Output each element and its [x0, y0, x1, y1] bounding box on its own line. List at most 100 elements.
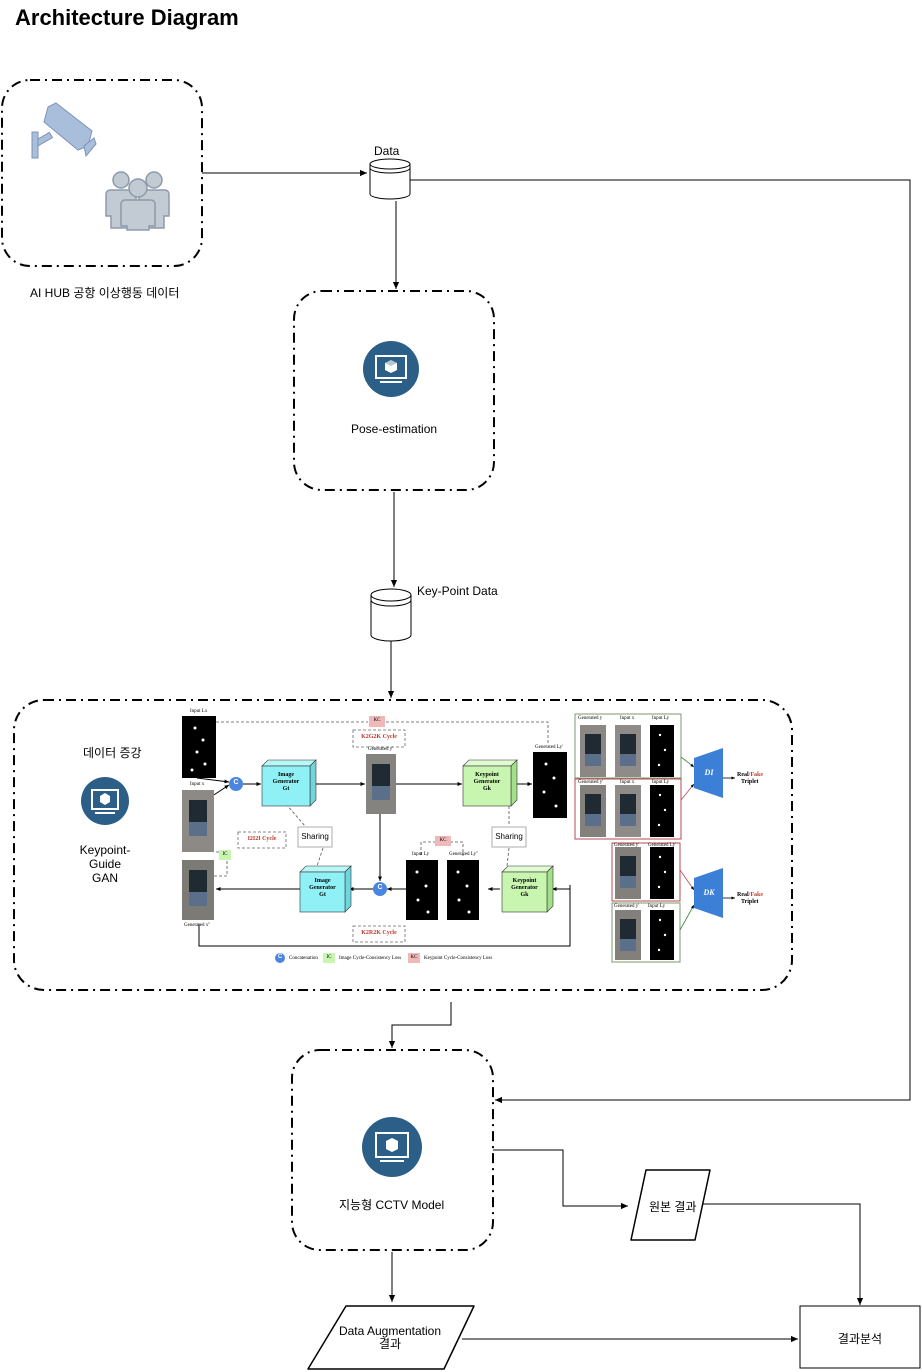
kgan-figure: [178, 712, 760, 968]
fig-i2i2i: I2I2I Cycle: [247, 836, 277, 842]
fig-gen-y: Generated y': [368, 747, 394, 752]
fig-right-gen-y-1: Generated y: [578, 716, 603, 721]
fig-image-gen-b-line-2: Generator: [309, 885, 336, 891]
fig-kp-gen-line-3: Gk: [482, 786, 491, 792]
fig-keypoint-generator-top: Keypoint Generator Gk: [463, 772, 511, 793]
fig-input-ly: Input Ly: [412, 852, 430, 857]
fig-dk: DK: [703, 888, 715, 897]
original-result-label: 원본 결과: [649, 1200, 697, 1214]
fig-image-gen-b-line-3: Gt: [319, 892, 326, 898]
pose-group-box: [293, 290, 495, 491]
fig-kp-gen-b-line-3: Gk: [520, 892, 529, 898]
fig-legend-c-mark: C: [277, 954, 283, 960]
kgan-label-line-1: Keypoint-: [79, 843, 131, 857]
fig-fake-1: /Fake: [748, 772, 764, 778]
fig-kc-top: KC: [373, 718, 381, 723]
keypoint-data-label: Key-Point Data: [417, 584, 498, 598]
person-shapes: [189, 734, 636, 939]
original-result-shape: [630, 1169, 711, 1241]
page-title: Architecture Diagram: [15, 5, 239, 30]
connectors: [202, 169, 911, 1343]
augmentation-group-box: [13, 699, 793, 991]
person-pants: [189, 754, 636, 951]
fig-image-gen-line-3: Gt: [282, 786, 290, 792]
fig-triplet-1: Triplet: [741, 779, 759, 785]
data-database-icon: [369, 158, 411, 200]
fig-real-fake-2: Real/Fake: [737, 892, 763, 898]
analysis-label: 결과분석: [837, 1332, 883, 1346]
fig-fake-2: /Fake: [748, 892, 764, 898]
fig-gen-ly2: Generated Ly'': [449, 852, 478, 857]
fig-kp-gen-b-line-2: Generator: [511, 885, 538, 891]
fig-right-input-ly-1: Input Ly: [652, 716, 670, 721]
fig-di: DI: [704, 768, 714, 777]
fig-image-gen-b-line-1: Image: [314, 878, 331, 884]
fig-triplet-2: Triplet: [741, 899, 759, 905]
generator-boxes: [261, 759, 554, 913]
fig-legend-ic: Image Cycle-Consistency Loss: [339, 956, 402, 961]
fig-right-gen-y2-4: Generated y': [614, 904, 640, 909]
fig-right-gen-ly-3: Generated Ly': [648, 843, 676, 848]
source-group-box: [1, 79, 203, 267]
fig-right-gen-y2-3: Generated y': [614, 843, 640, 848]
model-monitor-icon: [362, 1117, 422, 1177]
fig-input-lx: Input Lx: [190, 709, 208, 714]
kgan-label-line-2: Guide: [88, 857, 122, 871]
fig-kp-gen-line-2: Generator: [473, 779, 501, 785]
fig-gen-ly: Generated Ly': [535, 745, 563, 750]
fig-legend-kc: Keypoint Cycle-Consistency Loss: [424, 956, 493, 961]
keypoint-database-icon: [370, 588, 412, 642]
fig-kp-gen-line-1: Keypoint: [475, 772, 499, 778]
fig-right-input-x-2: Input x: [620, 780, 635, 785]
fig-real-fake-1: Real/Fake: [737, 772, 763, 778]
data-label: Data: [374, 144, 400, 158]
analysis-box: [799, 1305, 921, 1369]
fig-legend-ic-mark: IC: [326, 955, 332, 960]
fig-k2g2k: K2G2K Cycle: [361, 734, 397, 740]
fig-legend-kc-mark: KC: [410, 955, 418, 960]
fig-right-gen-y2-2: Generated y': [578, 780, 604, 785]
fig-ic: IC: [222, 852, 228, 857]
aug-result-line-2: 결과: [378, 1337, 402, 1351]
discriminator-k: [694, 868, 723, 918]
fig-kc-mid: KC: [439, 838, 447, 843]
fig-image-gen-line-2: Generator: [272, 779, 300, 785]
fig-gen-x2: Generated x'': [184, 923, 211, 928]
fig-right-input-ly-2: Input Ly: [652, 780, 670, 785]
right-panels: [574, 713, 682, 963]
keypoint-dots: [190, 726, 667, 952]
fig-real-1: Real: [737, 772, 749, 778]
discriminator-i: [694, 748, 723, 798]
figure-dashed-links: [214, 721, 549, 877]
fig-input-x: Input x: [190, 782, 205, 787]
fig-right-input-x-1: Input x: [620, 716, 635, 721]
aug-result-label: Data Augmentation 결과: [320, 1325, 460, 1351]
pose-estimation-label: Pose-estimation: [351, 422, 438, 436]
fig-sharing-right: Sharing: [495, 832, 523, 841]
pose-monitor-icon: [363, 341, 419, 397]
fig-concat-bottom: C: [377, 884, 383, 891]
augmentation-label: 데이터 증강: [83, 746, 142, 760]
model-group-box: [291, 1049, 494, 1251]
kgan-monitor-icon: [81, 777, 129, 825]
fig-legend-c: Concatenation: [289, 956, 318, 961]
aug-result-shape: [307, 1305, 475, 1370]
fig-real-2: Real: [737, 892, 749, 898]
aug-result-line-1: Data Augmentation: [338, 1324, 442, 1338]
fig-right-input-ly-4: Input Ly: [648, 904, 666, 909]
source-label: AI HUB 공항 이상행동 데이터: [30, 286, 180, 300]
kgan-label: Keypoint- Guide GAN: [70, 843, 140, 885]
cctv-camera-icon: [31, 102, 97, 159]
fig-keypoint-generator-bottom: Keypoint Generator Gk: [502, 878, 547, 899]
people-group-icon: [105, 171, 170, 231]
fig-image-generator-top: Image Generator Gt: [262, 772, 310, 793]
kgan-label-line-3: GAN: [91, 871, 118, 885]
cctv-model-label: 지능형 CCTV Model: [339, 1198, 445, 1212]
fig-image-generator-bottom: Image Generator Gt: [300, 878, 345, 899]
fig-k2r2k: K2R2K Cycle: [361, 930, 397, 936]
panel-links: [679, 756, 735, 931]
fig-concat-top: C: [233, 779, 239, 786]
fig-kp-gen-b-line-1: Keypoint: [512, 878, 537, 884]
fig-sharing-left: Sharing: [301, 832, 329, 841]
